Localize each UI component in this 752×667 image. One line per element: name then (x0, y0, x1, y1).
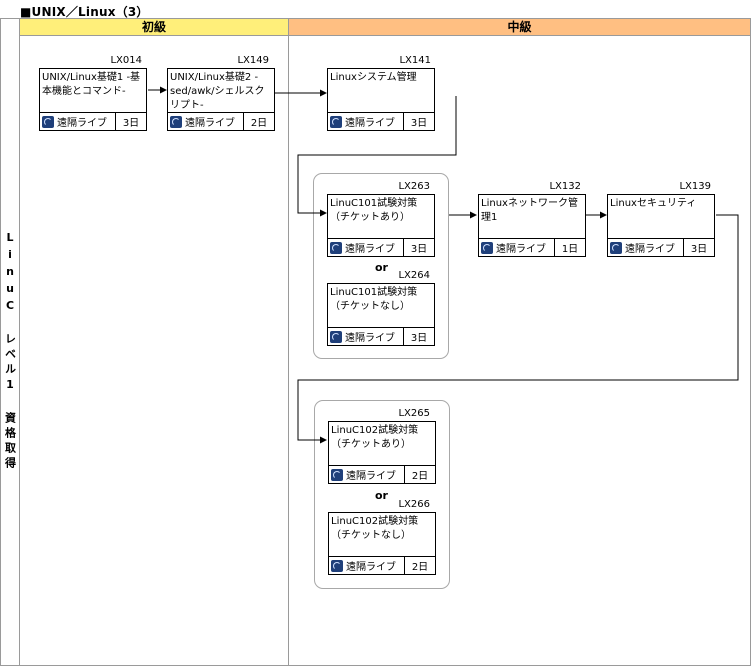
course-footer: 遠隔ライブ 3日 (328, 112, 434, 130)
delivery-mode-label: 遠隔ライブ (185, 118, 235, 129)
delivery-mode: 遠隔ライブ (40, 113, 116, 130)
arrow-lx139-lx265 (297, 214, 739, 444)
delivery-mode-label: 遠隔ライブ (57, 118, 107, 129)
course-footer: 遠隔ライブ 3日 (328, 327, 434, 345)
delivery-mode: 遠隔ライブ (608, 239, 684, 256)
course-code-lx132: LX132 (549, 181, 581, 192)
course-card-lx264[interactable]: LinuC101試験対策（チケットなし） 遠隔ライブ 3日 (327, 283, 435, 346)
delivery-mode-label: 遠隔ライブ (346, 562, 396, 573)
course-card-lx132[interactable]: Linuxネットワーク管理1 遠隔ライブ 1日 (478, 194, 586, 257)
course-days: 3日 (690, 244, 708, 255)
course-days: 3日 (122, 118, 140, 129)
side-label-container: LinuC レベル1 資格取得 (0, 36, 19, 666)
course-days: 1日 (561, 244, 579, 255)
course-card-lx149[interactable]: UNIX/Linux基礎2 -sed/awk/シェルスクリプト- 遠隔ライブ 2… (167, 68, 275, 131)
delivery-mode: 遠隔ライブ (328, 113, 404, 130)
column-divider (288, 18, 289, 666)
live-stream-icon (330, 241, 342, 254)
delivery-mode: 遠隔ライブ (168, 113, 244, 130)
delivery-mode-label: 遠隔ライブ (345, 118, 395, 129)
course-card-lx141[interactable]: Linuxシステム管理 遠隔ライブ 3日 (327, 68, 435, 131)
course-name: LinuC101試験対策（チケットあり） (330, 198, 418, 223)
page-title: ■UNIX／Linux（3） (20, 5, 149, 19)
course-card-lx263[interactable]: LinuC101試験対策（チケットあり） 遠隔ライブ 3日 (327, 194, 435, 257)
course-days: 2日 (411, 562, 429, 573)
course-footer: 遠隔ライブ 3日 (608, 238, 714, 256)
course-days: 3日 (410, 118, 428, 129)
course-name: LinuC101試験対策（チケットなし） (330, 287, 418, 312)
course-days: 3日 (410, 244, 428, 255)
column-header-intermediate: 中級 (289, 19, 750, 36)
arrow-lx141-lx263 (297, 96, 457, 217)
live-stream-icon (330, 115, 342, 128)
course-name: Linuxネットワーク管理1 (481, 198, 578, 223)
course-name: Linuxシステム管理 (330, 72, 417, 83)
live-stream-icon (42, 115, 54, 128)
course-name: UNIX/Linux基礎2 -sed/awk/シェルスクリプト- (170, 72, 265, 111)
or-label-102: or (375, 489, 388, 502)
course-card-lx265[interactable]: LinuC102試験対策（チケットあり） 遠隔ライブ 2日 (328, 421, 436, 484)
course-code-lx264: LX264 (398, 270, 430, 281)
course-code-lx263: LX263 (398, 181, 430, 192)
course-card-lx266[interactable]: LinuC102試験対策（チケットなし） 遠隔ライブ 2日 (328, 512, 436, 575)
delivery-mode: 遠隔ライブ (328, 239, 404, 256)
live-stream-icon (331, 559, 343, 572)
course-name: LinuC102試験対策（チケットあり） (331, 425, 419, 450)
or-label-101: or (375, 261, 388, 274)
course-name: UNIX/Linux基礎1 -基本機能とコマンド- (42, 72, 141, 97)
course-code-lx266: LX266 (398, 499, 430, 510)
delivery-mode: 遠隔ライブ (328, 328, 404, 345)
delivery-mode: 遠隔ライブ (329, 557, 405, 574)
side-divider (19, 18, 20, 666)
course-footer: 遠隔ライブ 1日 (479, 238, 585, 256)
course-days: 2日 (411, 471, 429, 482)
course-card-lx139[interactable]: Linuxセキュリティ 遠隔ライブ 3日 (607, 194, 715, 257)
course-name: Linuxセキュリティ (610, 198, 697, 209)
live-stream-icon (481, 241, 493, 254)
course-code-lx139: LX139 (679, 181, 711, 192)
live-stream-icon (610, 241, 622, 254)
column-header-beginner: 初級 (20, 19, 289, 36)
course-days: 3日 (410, 333, 428, 344)
delivery-mode-label: 遠隔ライブ (496, 244, 546, 255)
course-code-lx149: LX149 (237, 55, 269, 66)
live-stream-icon (331, 468, 343, 481)
live-stream-icon (170, 115, 182, 128)
delivery-mode: 遠隔ライブ (329, 466, 405, 483)
delivery-mode-label: 遠隔ライブ (345, 244, 395, 255)
side-label: LinuC レベル1 資格取得 (3, 230, 17, 472)
delivery-mode-label: 遠隔ライブ (625, 244, 675, 255)
course-footer: 遠隔ライブ 2日 (329, 556, 435, 574)
course-code-lx265: LX265 (398, 408, 430, 419)
delivery-mode-label: 遠隔ライブ (346, 471, 396, 482)
course-footer: 遠隔ライブ 3日 (40, 112, 146, 130)
course-name: LinuC102試験対策（チケットなし） (331, 516, 419, 541)
course-footer: 遠隔ライブ 2日 (168, 112, 274, 130)
course-footer: 遠隔ライブ 2日 (329, 465, 435, 483)
course-code-lx014: LX014 (110, 55, 142, 66)
delivery-mode: 遠隔ライブ (479, 239, 555, 256)
course-days: 2日 (250, 118, 268, 129)
delivery-mode-label: 遠隔ライブ (345, 333, 395, 344)
diagram-frame (0, 18, 751, 666)
course-footer: 遠隔ライブ 3日 (328, 238, 434, 256)
course-code-lx141: LX141 (399, 55, 431, 66)
course-card-lx014[interactable]: UNIX/Linux基礎1 -基本機能とコマンド- 遠隔ライブ 3日 (39, 68, 147, 131)
live-stream-icon (330, 330, 342, 343)
